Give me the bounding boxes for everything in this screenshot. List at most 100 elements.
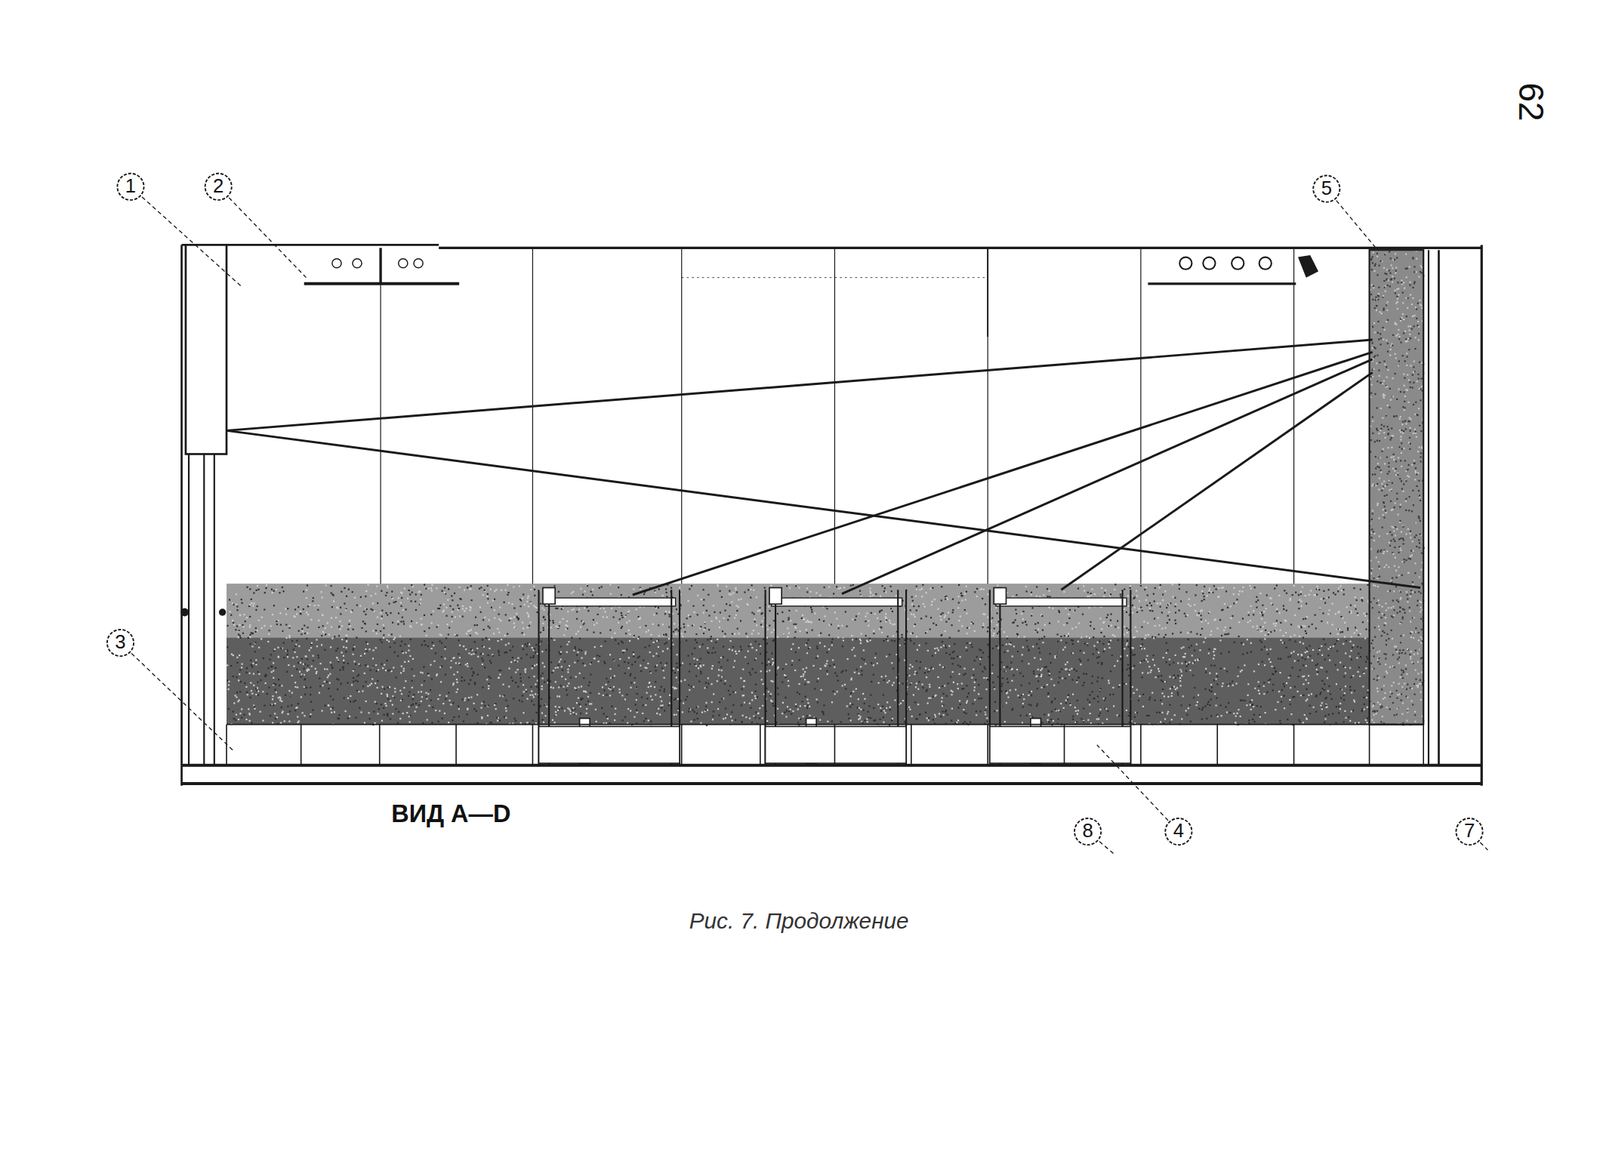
- speck: [640, 670, 642, 673]
- speck: [274, 702, 276, 705]
- speck: [1157, 675, 1160, 678]
- speck: [386, 693, 389, 696]
- speck: [914, 701, 916, 703]
- speck: [1165, 652, 1168, 654]
- speck: [633, 635, 636, 637]
- speck: [739, 598, 742, 600]
- speck: [550, 661, 552, 663]
- speck: [691, 709, 694, 712]
- speck: [956, 683, 959, 685]
- speck: [427, 693, 429, 695]
- speck: [1359, 633, 1361, 636]
- speck: [869, 591, 871, 593]
- speck: [1359, 675, 1361, 678]
- speck: [502, 684, 504, 686]
- speck: [477, 674, 479, 676]
- speck: [522, 593, 525, 595]
- speck: [1297, 594, 1300, 596]
- speck: [1037, 628, 1039, 630]
- speck: [594, 709, 597, 711]
- speck: [366, 643, 369, 645]
- speck: [607, 718, 609, 720]
- speck: [657, 646, 660, 648]
- speck: [442, 610, 444, 613]
- speck: [500, 589, 503, 592]
- speck: [580, 685, 583, 688]
- speck: [1171, 718, 1173, 721]
- speck: [701, 712, 703, 714]
- speck: [628, 656, 630, 659]
- speck: [1001, 677, 1004, 679]
- speck: [992, 681, 994, 684]
- speck: [875, 653, 877, 655]
- speck: [330, 625, 333, 628]
- speck: [1103, 595, 1105, 598]
- speck: [358, 707, 361, 710]
- speck: [1094, 593, 1096, 595]
- speck: [747, 588, 750, 591]
- speck: [527, 597, 529, 599]
- speck: [240, 708, 243, 710]
- speck: [707, 682, 710, 685]
- speck: [1342, 643, 1345, 645]
- speck: [815, 657, 817, 660]
- speck: [452, 608, 454, 611]
- speck: [644, 704, 647, 706]
- speck: [342, 668, 344, 671]
- speck: [1185, 709, 1187, 712]
- speck: [938, 687, 941, 689]
- speck: [1233, 712, 1235, 715]
- speck: [932, 696, 935, 698]
- speck: [915, 718, 917, 720]
- speck: [1253, 714, 1255, 716]
- speck: [964, 598, 967, 601]
- speck: [456, 609, 459, 611]
- speck: [573, 608, 575, 611]
- speck: [621, 694, 623, 697]
- speck: [1187, 707, 1190, 710]
- speck: [734, 587, 737, 589]
- speck: [619, 618, 621, 620]
- speck: [1128, 675, 1130, 677]
- speck: [869, 592, 872, 595]
- speck: [295, 707, 297, 710]
- speck: [830, 623, 833, 626]
- speck: [318, 692, 321, 694]
- speck: [665, 595, 668, 598]
- speck: [1310, 693, 1313, 695]
- speck: [399, 690, 401, 692]
- speck: [879, 620, 882, 623]
- speck: [1162, 656, 1165, 659]
- speck: [1068, 674, 1070, 676]
- speck: [564, 624, 567, 626]
- speck: [1174, 622, 1177, 625]
- speck: [240, 666, 243, 669]
- speck: [1197, 694, 1200, 697]
- speck: [621, 625, 623, 628]
- speck: [1267, 679, 1270, 682]
- speck: [481, 663, 484, 666]
- speck: [663, 690, 666, 693]
- speck: [1300, 605, 1303, 608]
- speck: [540, 698, 543, 700]
- speck: [1157, 668, 1160, 670]
- speck: [263, 608, 266, 611]
- speck: [1276, 701, 1279, 703]
- speck: [728, 693, 731, 696]
- speck: [732, 704, 734, 706]
- speck: [508, 602, 510, 605]
- speck: [1167, 696, 1169, 698]
- speck: [517, 686, 519, 688]
- speck: [1066, 622, 1068, 624]
- speck: [318, 678, 321, 680]
- speck: [585, 708, 588, 710]
- speck: [1280, 696, 1283, 698]
- speck: [1309, 655, 1311, 657]
- speck: [339, 613, 342, 615]
- speck: [1353, 700, 1356, 703]
- speck: [407, 650, 410, 652]
- speck: [1180, 671, 1182, 673]
- speck: [482, 594, 485, 596]
- speck: [995, 607, 997, 609]
- speck: [462, 616, 464, 618]
